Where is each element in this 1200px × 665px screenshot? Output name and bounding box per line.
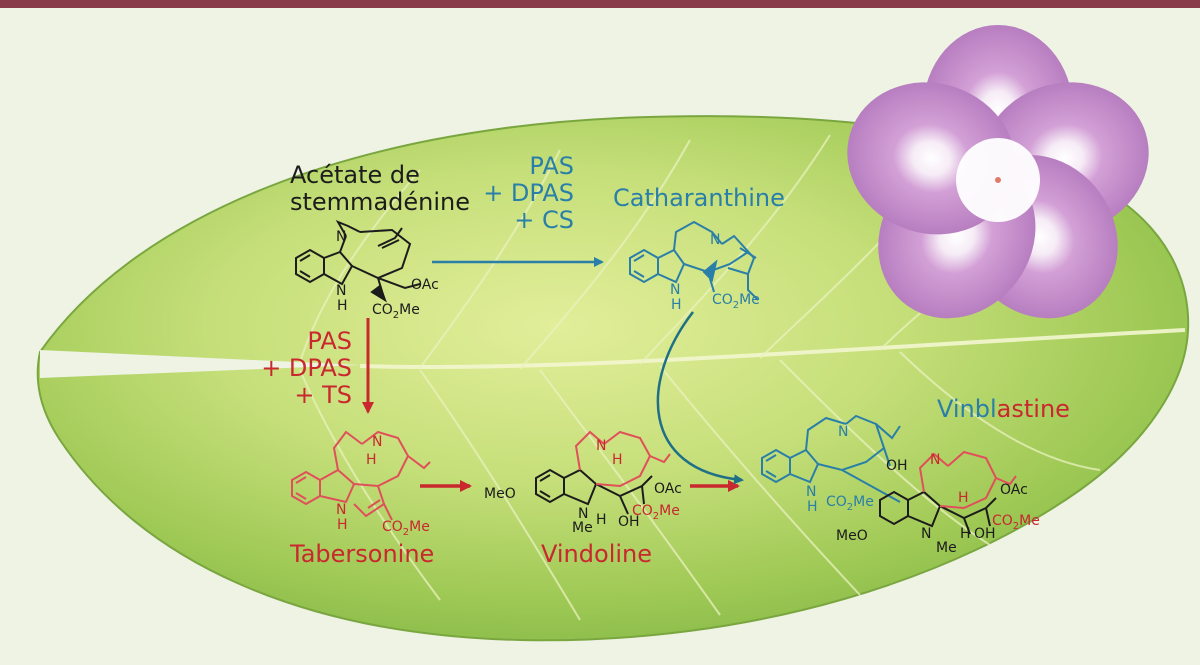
atom-nh: N <box>806 484 817 500</box>
enzyme-cs: + CS <box>514 205 574 234</box>
atom-meo: MeO <box>836 528 868 544</box>
catharanthine-label: Catharanthine <box>613 184 785 212</box>
atom-nh: N <box>336 283 347 299</box>
stemmadenine-structure <box>295 220 421 303</box>
vinblastine-part-blue: Vinbl <box>937 395 997 423</box>
atom-h: H <box>596 512 607 528</box>
periwinkle-flower <box>847 25 1149 319</box>
stemmadenine-line2: stemmadénine <box>290 187 470 216</box>
atom-nh: N <box>921 526 932 542</box>
atom-h: H <box>337 298 348 314</box>
atom-oh: OH <box>618 514 640 530</box>
top-border <box>0 0 1200 8</box>
enzyme-ts: + TS <box>294 380 352 409</box>
tabersonine-label: Tabersonine <box>290 540 435 568</box>
atom-oac: OAc <box>411 277 439 293</box>
tabersonine-structure <box>291 430 431 521</box>
atom-oac: OAc <box>654 481 682 497</box>
enzymes-catharanthine: PAS + DPAS + CS <box>470 153 574 234</box>
atom-n: N <box>596 438 607 454</box>
atom-h: H <box>960 526 971 542</box>
catharanthine-structure <box>629 220 759 301</box>
vindoline-label: Vindoline <box>541 540 652 568</box>
atom-me: Me <box>936 540 957 556</box>
atom-meo: MeO <box>484 486 516 502</box>
atom-oh: OH <box>974 526 996 542</box>
atom-h: H <box>671 297 682 313</box>
curved-arrow-catharanthine-to-vinblastine <box>656 311 744 485</box>
stemmadenine-label: Acétate de stemmadénine <box>290 162 470 216</box>
vinblastine-structure <box>761 414 1017 535</box>
enzyme-dpas-red: + DPAS <box>261 353 352 382</box>
atom-nh: N <box>336 502 347 518</box>
atom-n: N <box>930 452 941 468</box>
enzyme-pas-blue: PAS <box>529 152 574 180</box>
vinblastine-label: Vinblastine <box>937 396 1070 423</box>
vinblastine-part-red: astine <box>996 395 1070 423</box>
atom-h: H <box>958 490 969 506</box>
atom-co2me: CO2Me <box>382 519 430 538</box>
enzyme-pas-red: PAS <box>307 327 352 355</box>
atom-co2me: CO2Me <box>632 503 680 522</box>
atom-co2me: CO2Me <box>712 292 760 311</box>
vindoline-structure <box>535 430 671 515</box>
atom-h: H <box>337 517 348 533</box>
atom-n: N <box>838 424 849 440</box>
atom-oh: OH <box>886 458 908 474</box>
enzyme-dpas-blue: + DPAS <box>483 178 574 207</box>
enzymes-tabersonine: PAS + DPAS + TS <box>250 328 352 409</box>
atom-h: H <box>612 452 623 468</box>
atom-co2me: CO2Me <box>372 302 420 321</box>
atom-nh: N <box>670 282 681 298</box>
atom-co2me: CO2Me <box>992 513 1040 532</box>
atom-co2me: CO2Me <box>826 494 874 513</box>
atom-h: H <box>807 499 818 515</box>
stemmadenine-line1: Acétate de <box>290 161 420 189</box>
atom-h: H <box>366 452 377 468</box>
atom-oac: OAc <box>1000 482 1028 498</box>
atom-n: N <box>710 232 721 248</box>
atom-nh: N <box>578 506 589 522</box>
atom-n: N <box>336 229 347 245</box>
atom-me: Me <box>572 520 593 536</box>
atom-n: N <box>372 434 383 450</box>
